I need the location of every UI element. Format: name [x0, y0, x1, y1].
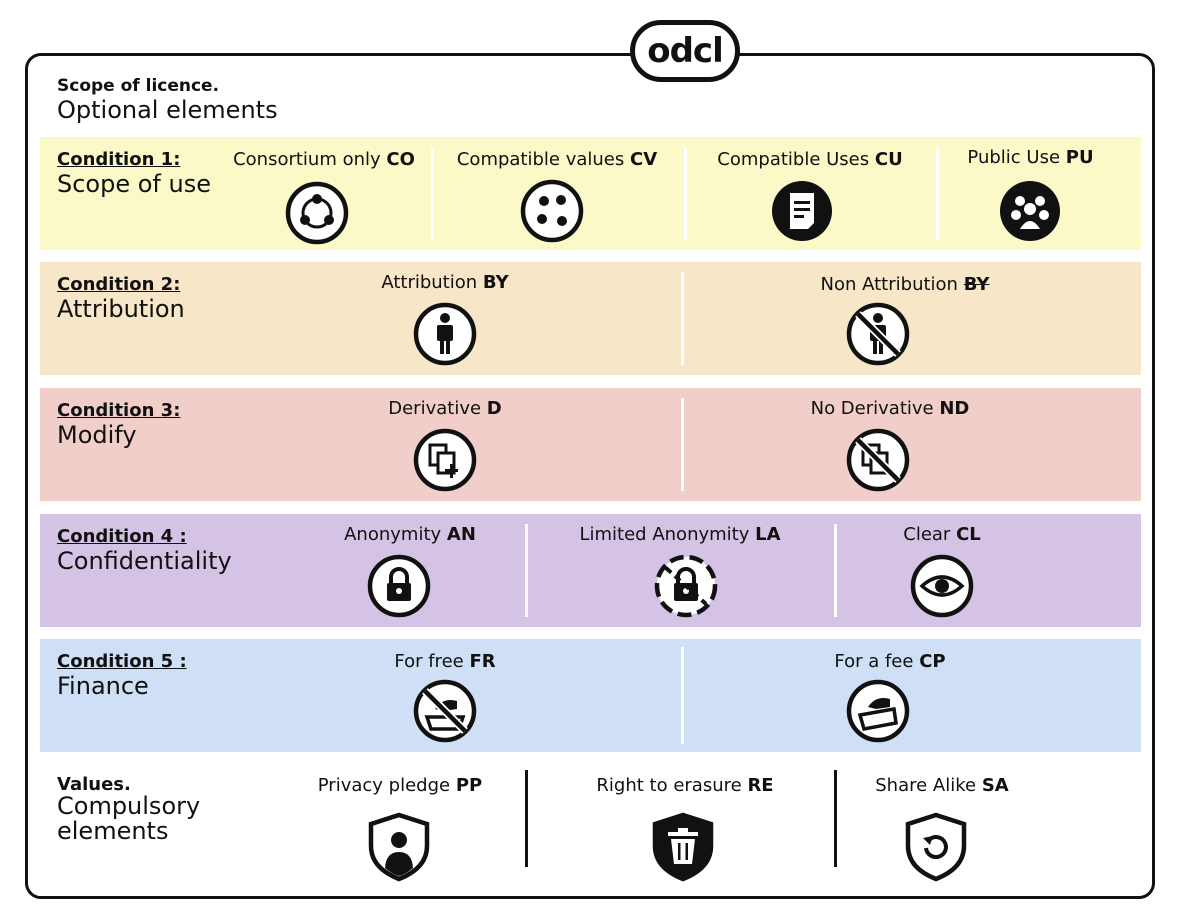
- condition-label: Condition 2:: [57, 274, 181, 295]
- divider: [834, 524, 837, 617]
- condition-label: Condition 1:: [57, 149, 181, 170]
- dots-icon: [520, 179, 584, 243]
- value-right-to-erasure: Right to erasure RE: [596, 775, 774, 796]
- divider: [525, 524, 528, 617]
- group-icon: [1000, 181, 1060, 241]
- payment-icon: [846, 679, 910, 743]
- divider: [431, 147, 434, 240]
- share-shield-icon: [905, 812, 967, 882]
- option-for-free: For free FR: [394, 651, 496, 672]
- option-no-derivative: No Derivative ND: [810, 398, 970, 419]
- divider: [681, 398, 684, 491]
- option-anonymity: Anonymity AN: [344, 524, 476, 545]
- option-derivative: Derivative D: [388, 398, 502, 419]
- option-limited-anonymity: Limited Anonymity LA: [579, 524, 781, 545]
- no-payment-icon: [413, 679, 477, 743]
- scope-heading-small: Scope of licence.: [57, 76, 220, 96]
- divider: [525, 770, 528, 867]
- eye-icon: [910, 554, 974, 618]
- option-compatible-values: Compatible values CV: [456, 149, 658, 170]
- values-heading: Compulsory elements: [57, 792, 201, 845]
- condition-label: Condition 4 :: [57, 526, 187, 547]
- condition-5-band: Condition 5 : Finance For free FR For a …: [40, 639, 1141, 752]
- value-share-alike: Share Alike SA: [875, 775, 1009, 796]
- divider: [681, 647, 684, 744]
- partial-lock-icon: [654, 554, 718, 618]
- option-attribution: Attribution BY: [381, 272, 509, 293]
- divider: [684, 147, 687, 240]
- option-public-use: Public Use PU: [967, 147, 1094, 168]
- condition-title: Attribution: [57, 295, 185, 323]
- condition-title: Scope of use: [57, 170, 211, 198]
- divider: [681, 272, 684, 365]
- trash-shield-icon: [652, 812, 714, 882]
- condition-2-band: Condition 2: Attribution Attribution BY …: [40, 262, 1141, 375]
- values-heading-small: Values.: [57, 774, 131, 795]
- scope-heading: Optional elements: [57, 96, 278, 124]
- no-derivative-icon: [846, 428, 910, 492]
- licence-frame: [25, 53, 1155, 899]
- divider: [834, 770, 837, 867]
- condition-label: Condition 5 :: [57, 651, 187, 672]
- condition-label: Condition 3:: [57, 400, 181, 421]
- derivative-icon: [413, 428, 477, 492]
- condition-title: Confidentiality: [57, 547, 232, 575]
- condition-4-band: Condition 4 : Confidentiality Anonymity …: [40, 514, 1141, 627]
- condition-title: Finance: [57, 672, 149, 700]
- option-for-a-fee: For a fee CP: [834, 651, 946, 672]
- option-compatible-uses: Compatible Uses CU: [717, 149, 903, 170]
- option-non-attribution: Non Attribution BY: [820, 274, 990, 295]
- odcl-logo: odcl: [630, 20, 740, 82]
- condition-1-band: Condition 1: Scope of use Consortium onl…: [40, 137, 1141, 250]
- privacy-shield-icon: [368, 812, 430, 882]
- option-consortium-only: Consortium only CO: [233, 149, 415, 170]
- value-privacy-pledge: Privacy pledge PP: [317, 775, 483, 796]
- condition-title: Modify: [57, 421, 137, 449]
- document-icon: [772, 181, 832, 241]
- no-person-icon: [846, 302, 910, 366]
- condition-3-band: Condition 3: Modify Derivative D No Deri…: [40, 388, 1141, 501]
- lock-icon: [367, 554, 431, 618]
- person-icon: [413, 302, 477, 366]
- divider: [936, 147, 939, 240]
- consortium-icon: [285, 181, 349, 245]
- option-clear: Clear CL: [903, 524, 981, 545]
